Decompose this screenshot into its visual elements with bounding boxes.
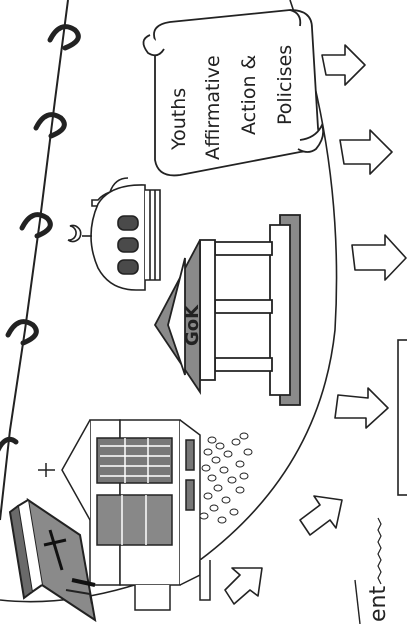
- gok-label: GoK: [182, 305, 203, 346]
- crowd-icon: [200, 433, 252, 523]
- scroll-text-line2: Affirmative: [202, 55, 224, 160]
- scroll-text-line4: Policises: [274, 45, 296, 125]
- scroll-text-line3: Action &: [238, 55, 260, 135]
- scroll-text-line1: Youths: [168, 88, 190, 150]
- spiral-binding-icon: [0, 27, 78, 450]
- mosque-icon: [68, 178, 160, 290]
- government-building-icon: [155, 215, 300, 405]
- scribble-line: [378, 518, 381, 584]
- partial-label: ent: [366, 586, 391, 622]
- empty-box: [398, 340, 407, 495]
- notebook-edge: [0, 0, 68, 520]
- bottom-line: [355, 580, 360, 624]
